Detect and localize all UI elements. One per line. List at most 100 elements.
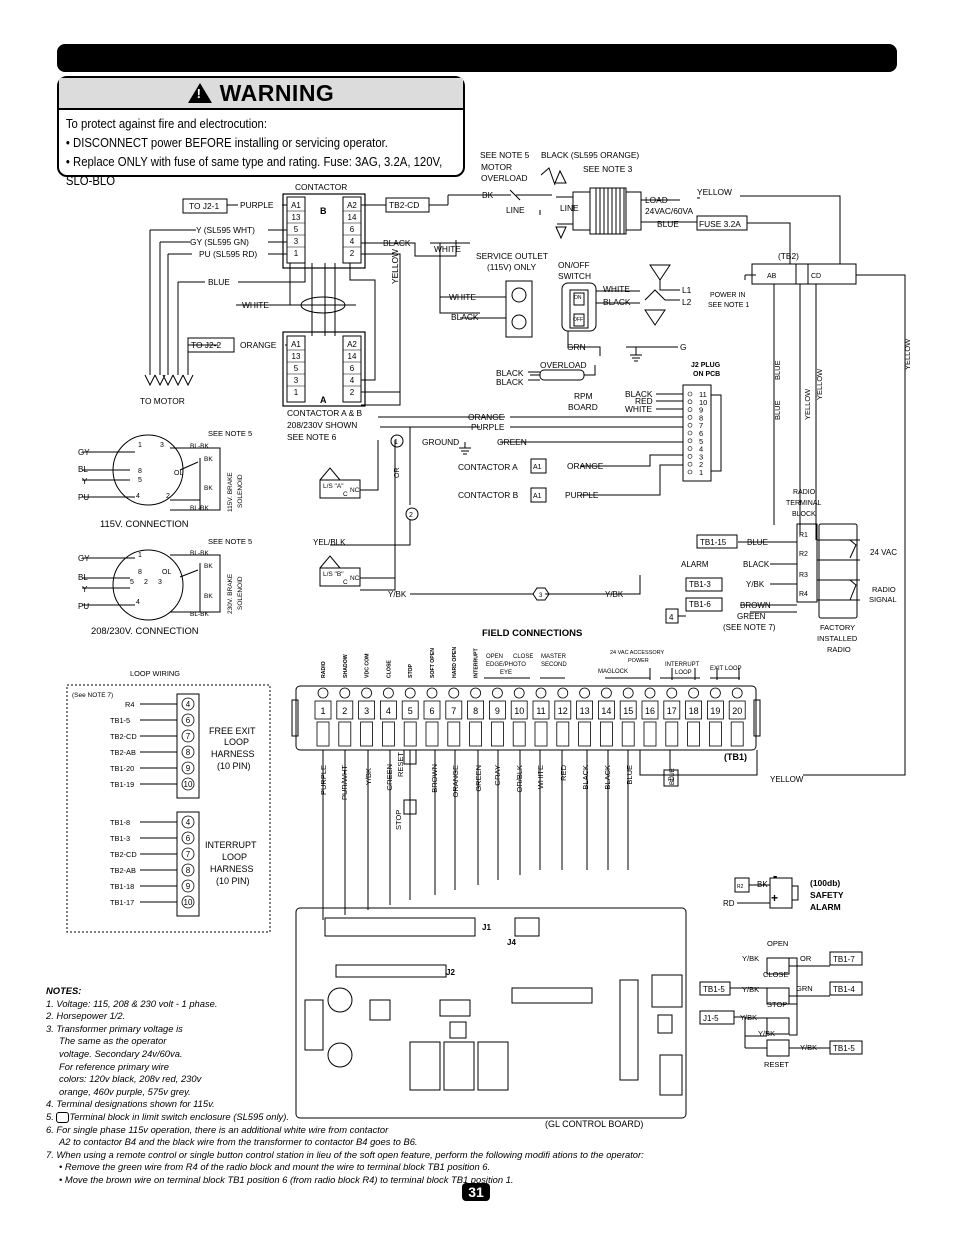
tb1-top-screw xyxy=(426,687,438,699)
factory-3: RADIO xyxy=(827,645,851,654)
radio-signal-2: SIGNAL xyxy=(869,595,897,604)
j2-plug-1: J2 PLUG xyxy=(691,362,721,369)
notes-title: NOTES: xyxy=(46,985,82,996)
tb1-bottom-wire-label: GRAY xyxy=(493,765,502,786)
station-close: CLOSE xyxy=(763,970,788,979)
tb1-terminal-number: 17 xyxy=(667,706,677,716)
brake230-see-note: SEE NOTE 5 xyxy=(208,537,252,546)
j2-pin-dot xyxy=(687,469,693,475)
brake115-caption: 115V. CONNECTION xyxy=(100,518,189,529)
contactor-note: CONTACTOR A & B xyxy=(287,408,362,418)
tb2-label: (TB2) xyxy=(778,251,799,261)
brake115-ol: OL xyxy=(174,470,183,477)
int-loop-1: INTERRUPT xyxy=(205,840,257,850)
service-outlet-1: SERVICE OUTLET xyxy=(476,251,548,261)
note-3e: colors: 120v black, 208v red, 230v xyxy=(59,1073,202,1085)
tb1-top-screw xyxy=(731,687,743,699)
free-loop-pin xyxy=(181,697,195,711)
yellow-vertical-label: YELLOW xyxy=(390,249,400,284)
power-in-1: POWER IN xyxy=(710,292,745,299)
tb1-top-label: CLOSE xyxy=(386,660,392,678)
free-loop-pin-number: 10 xyxy=(184,780,193,789)
brake115-solenoid-2: SOLENOID xyxy=(237,474,244,508)
tb1-terminal-number: 19 xyxy=(710,706,720,716)
contactor-a-label: A xyxy=(320,395,327,405)
tb1-terminal-box xyxy=(728,700,746,720)
tb1-terminal-number: 12 xyxy=(558,706,568,716)
int-loop-pin-number: 4 xyxy=(186,818,191,827)
box-4: 4 xyxy=(669,613,674,622)
tb1-terminal-box xyxy=(576,700,593,720)
tb1-terminal-number: 18 xyxy=(689,706,699,716)
page-number: 31 xyxy=(462,1183,490,1201)
tb1-terminal-box xyxy=(598,700,615,720)
purple-contactor-b: PURPLE xyxy=(565,490,599,500)
black-radio: BLACK xyxy=(743,560,770,569)
contactor-pin: 14 xyxy=(348,352,357,361)
int-loop-row-label: TB2-CD xyxy=(110,850,137,859)
onoff-1: ON/OFF xyxy=(558,260,590,270)
tb1-15: TB1-15 xyxy=(700,538,727,547)
tb1-terminal-body xyxy=(360,721,374,747)
header-bar xyxy=(57,44,897,72)
yellow-tb2-v1: YELLOW xyxy=(815,368,824,400)
tb1-terminal-body xyxy=(512,721,526,747)
tb1-terminal-body xyxy=(730,721,744,747)
tb1-terminal-body xyxy=(621,721,635,747)
radio-r1: R1 xyxy=(799,532,808,539)
tb1-terminal-number: 7 xyxy=(451,706,456,716)
contactor-pin: 4 xyxy=(350,376,355,385)
note-1: 1. Voltage: 115, 208 & 230 volt - 1 phas… xyxy=(46,997,218,1009)
brake115-blbk-1: BL-BK xyxy=(190,443,209,450)
brake115-y: Y xyxy=(82,477,88,486)
contactor-pin: 3 xyxy=(294,376,299,385)
note-3a: 3. Transformer primary voltage is xyxy=(46,1022,183,1034)
interrupt-loop-1: INTERRUPT xyxy=(665,662,700,668)
contactor-b-j2: CONTACTOR B xyxy=(458,490,519,500)
brake115-gy: GY xyxy=(78,448,90,457)
tb1-top-screw xyxy=(557,687,569,699)
station-tb1-7: TB1-7 xyxy=(833,955,855,964)
tb1-top-screw xyxy=(317,687,329,699)
tb2-ab: AB xyxy=(767,273,777,280)
warning-box: WARNING To protect against fire and elec… xyxy=(57,76,465,188)
alarm-minus: - xyxy=(773,868,777,883)
tb1-terminal-box xyxy=(510,700,528,720)
orange-contactor-a: ORANGE xyxy=(567,461,604,471)
free-loop-pin xyxy=(181,761,195,775)
tb1-terminal-box xyxy=(707,700,724,720)
brake115-n8: 8 xyxy=(138,468,142,475)
switch-off: OFF xyxy=(573,317,583,323)
note-2: 2. Horsepower 1/2. xyxy=(46,1010,126,1022)
int-loop-row-label: TB1-8 xyxy=(110,818,130,827)
loop-title: LOOP WIRING xyxy=(130,669,180,678)
open-edge-3: EYE xyxy=(500,670,512,676)
brake115-bk-2: BK xyxy=(204,485,213,492)
service-outlet-2: (115V) ONLY xyxy=(487,262,536,272)
tb1-terminal-body xyxy=(447,721,461,747)
switch-on: ON xyxy=(574,295,582,301)
ls-a-c: C xyxy=(343,491,348,498)
tb1-top-screw xyxy=(622,687,634,699)
free-loop-pin-number: 6 xyxy=(186,716,191,725)
factory-1: FACTORY xyxy=(820,623,855,632)
brake230-gy: GY xyxy=(78,554,90,563)
tb1-terminal-box xyxy=(554,700,572,720)
black-wire-label: BLACK xyxy=(383,238,411,248)
tb1-terminal-box xyxy=(663,700,681,720)
to-j2-1-label: TO J2-1 xyxy=(189,201,219,211)
tb1-top-label: RADIO xyxy=(321,661,327,678)
see-note5-top: SEE NOTE 5 xyxy=(480,150,530,160)
contactor-pin: A1 xyxy=(291,340,301,349)
tb1-top-screw xyxy=(339,687,351,699)
tb1-terminal-box xyxy=(379,700,397,720)
accessory-1: 24 VAC ACCESSORY xyxy=(610,650,665,656)
radio-tb-2: TERMINAL xyxy=(786,500,822,507)
green-radio: GREEN xyxy=(737,612,766,621)
int-loop-row-label: TB1-18 xyxy=(110,882,134,891)
j2-pin: 4 xyxy=(699,445,703,454)
hex-2: 2 xyxy=(409,512,413,519)
r1-bottom: R1 xyxy=(668,777,675,783)
black-overload-2: BLACK xyxy=(496,377,524,387)
tb1-top-label: SOFT OPEN xyxy=(430,648,436,678)
